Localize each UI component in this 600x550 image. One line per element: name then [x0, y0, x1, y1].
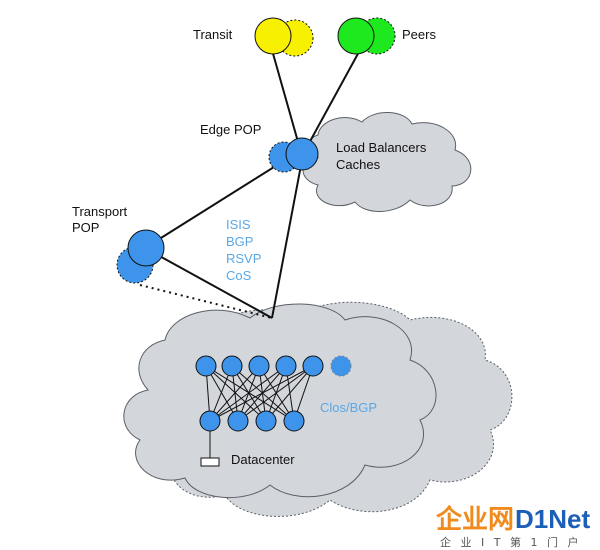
leaf-switch-node [255, 410, 277, 432]
clos-link [205, 365, 295, 422]
spine-switch-node [195, 355, 217, 377]
transport-pop-label-line1: Transport [72, 204, 128, 219]
link-peers-edge [301, 49, 361, 157]
link-edge-datacenter [271, 159, 303, 319]
transit-label: Transit [193, 27, 233, 42]
links [144, 49, 361, 319]
spine-switch-node [221, 355, 243, 377]
clos-link [209, 365, 314, 422]
load-balancers-label: Load Balancers [336, 140, 427, 155]
protocol-list: ISIS BGP RSVP CoS [226, 217, 261, 283]
datacenter-label: Datacenter [231, 452, 295, 467]
spine-switch-node [248, 355, 270, 377]
clos-link [237, 365, 314, 422]
spine-switch-new-node [330, 355, 352, 377]
transport-pop-label-line2: POP [72, 220, 99, 235]
leaf-switch-node [283, 410, 305, 432]
peers-label: Peers [402, 27, 436, 42]
protocol-isis: ISIS [226, 217, 251, 232]
clos-link [265, 365, 314, 422]
clos-bgp-label: Clos/BGP [320, 400, 377, 415]
watermark-brand-cn: 企业网 [436, 504, 514, 534]
spine-switch-node [302, 355, 324, 377]
link-edge-transport [144, 156, 291, 249]
clos-link [209, 365, 260, 422]
load-balancer-cloud [302, 111, 472, 212]
clos-link [205, 365, 267, 422]
edge-pop-node [285, 137, 319, 171]
transport-pop-node [127, 229, 165, 267]
leaf-switch-node [199, 410, 221, 432]
protocol-rsvp: RSVP [226, 251, 261, 266]
watermark-tagline: 企 业 I T 第 1 门 户 [440, 535, 581, 549]
datacenter-server-icon [200, 457, 220, 467]
clos-link [205, 365, 239, 422]
watermark-logo: 企业网 D1Net 企 业 I T 第 1 门 户 [436, 504, 590, 549]
spine-switch-node [275, 355, 297, 377]
link-transport-datacenter [144, 247, 273, 319]
edge-pop-label: Edge POP [200, 122, 261, 137]
protocol-cos: CoS [226, 268, 252, 283]
watermark-brand-en: D1Net [515, 504, 590, 534]
caches-label: Caches [336, 157, 381, 172]
clos-fabric [195, 355, 352, 458]
clos-link [209, 365, 287, 422]
datacenter-cloud [123, 303, 437, 499]
peers-node [337, 17, 375, 55]
leaf-switch-node [227, 410, 249, 432]
protocol-bgp: BGP [226, 234, 253, 249]
transit-node [254, 17, 292, 55]
